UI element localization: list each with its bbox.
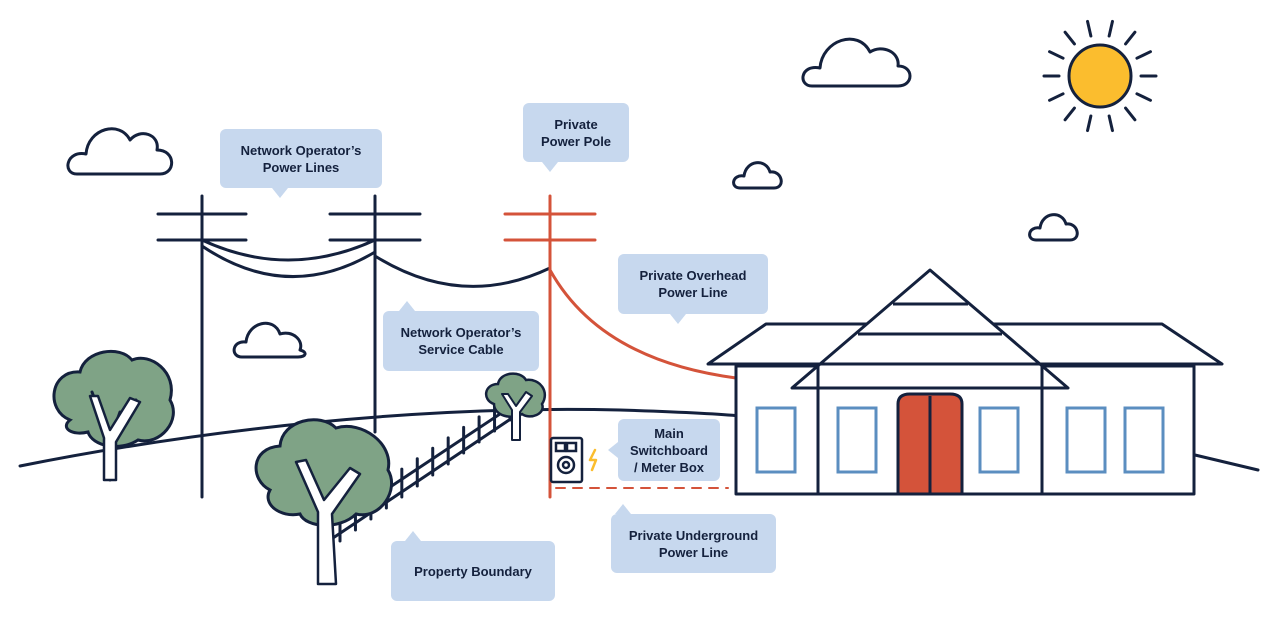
network-service-cable xyxy=(373,254,552,288)
callout-text: Private Overhead xyxy=(639,268,747,283)
callout-network-service-cable: Network Operator’s Service Cable xyxy=(383,301,539,371)
tree-left xyxy=(52,350,175,482)
house-windows xyxy=(755,406,1165,474)
sun-ray xyxy=(1135,50,1152,60)
callout-text: Power Lines xyxy=(262,159,340,175)
sun-ray xyxy=(1107,19,1114,38)
callout-private-power-pole: Private Power Pole xyxy=(523,103,629,172)
callout-private-overhead-power-line: Private Overhead Power Line xyxy=(618,254,768,324)
ground-line xyxy=(18,407,742,468)
private-overhead-power-line xyxy=(548,268,738,380)
callout-main-switchboard: Main Switchboard / Meter Box xyxy=(608,419,720,481)
callout-text: Property Boundary xyxy=(414,563,532,579)
sun-ray xyxy=(1086,19,1093,38)
sun-ray xyxy=(1063,30,1076,46)
ground-line-right xyxy=(1193,453,1260,472)
window xyxy=(978,406,1020,474)
window xyxy=(1065,406,1107,474)
callout-text: Private Underground xyxy=(628,527,759,543)
tree-middle xyxy=(254,418,394,586)
callout-network-power-lines: Network Operator’s Power Lines xyxy=(220,129,382,198)
sun-ray xyxy=(1086,114,1093,133)
callout-text: Main xyxy=(654,425,684,441)
sun-ray xyxy=(1107,114,1114,133)
callout-text: / Meter Box xyxy=(633,459,705,475)
sun-ray xyxy=(1124,106,1137,122)
callout-text: Power Pole xyxy=(540,133,612,149)
window xyxy=(1123,406,1165,474)
callout-text: Private xyxy=(554,116,598,132)
meter-box xyxy=(549,436,584,484)
sun-ray xyxy=(1048,50,1065,60)
cloud-icon xyxy=(1028,213,1079,242)
window xyxy=(836,406,878,474)
cloud-icon xyxy=(801,37,912,88)
tree-small xyxy=(485,372,547,441)
sun-ray xyxy=(1063,106,1076,122)
callout-text: Power Line xyxy=(658,544,729,560)
network-power-line xyxy=(200,244,377,278)
window xyxy=(755,406,797,474)
house xyxy=(706,268,1224,496)
callout-text: Service Cable xyxy=(418,342,504,357)
callout-private-underground-power-line: Private Underground Power Line xyxy=(611,504,776,573)
callout-text: Network Operator’s xyxy=(240,142,362,158)
network-power-line xyxy=(200,238,377,262)
cloud-icon xyxy=(232,321,307,359)
callout-text: Network Operator’s xyxy=(400,325,522,340)
sun-icon xyxy=(1042,19,1158,133)
sun-ray xyxy=(1124,30,1137,46)
cloud-icon xyxy=(66,127,174,176)
lightning-icon xyxy=(588,448,598,472)
sun-ray xyxy=(1135,92,1152,102)
callout-property-boundary: Property Boundary xyxy=(391,531,555,601)
property-fence xyxy=(328,416,514,542)
callout-text: Switchboard xyxy=(629,442,708,458)
front-door xyxy=(896,392,964,496)
sun-ray xyxy=(1048,92,1065,102)
cloud-icon xyxy=(732,161,783,190)
callout-text: Power Line xyxy=(658,285,728,300)
